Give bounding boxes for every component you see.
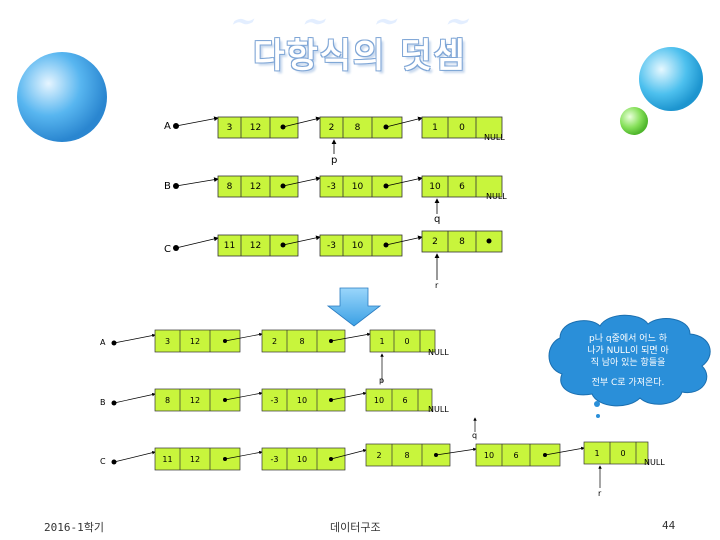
bnode-c3-exp: 8 — [392, 451, 422, 460]
callout-line-2: 나가 NULL이 되면 아 — [562, 345, 694, 357]
bnode-c2-coef: -3 — [262, 455, 287, 464]
footer-course: 데이터구조 — [330, 519, 381, 535]
bnode-b1-exp: 12 — [180, 396, 210, 405]
callout-line-4: 전부 C로 가져온다. — [562, 377, 694, 389]
bnode-a2-exp: 8 — [287, 337, 317, 346]
bnode-c2-exp: 10 — [287, 455, 317, 464]
bottom-pointer-q: q — [472, 431, 477, 440]
bnode-c1-exp: 12 — [180, 455, 210, 464]
footer-semester: 2016-1학기 — [44, 519, 104, 535]
bnode-c4-exp: 6 — [502, 451, 530, 460]
bottom-pointer-p: p — [379, 376, 384, 385]
bottom-list-c-null: NULL — [644, 458, 665, 467]
bottom-list-a-null: NULL — [428, 348, 449, 357]
bnode-b3-coef: 10 — [366, 396, 392, 405]
bnode-a2-coef: 2 — [262, 337, 287, 346]
bnode-c1-coef: 11 — [155, 455, 180, 464]
bnode-c5-exp: 0 — [610, 449, 636, 458]
bnode-b2-coef: -3 — [262, 396, 287, 405]
callout-line-3: 직 남아 있는 항들을 — [562, 357, 694, 369]
bnode-b2-exp: 10 — [287, 396, 317, 405]
bottom-list-c-label: C — [100, 457, 106, 466]
callout-text: p나 q중에서 어느 하 나가 NULL이 되면 아 직 남아 있는 항들을 전… — [562, 333, 694, 389]
bnode-a1-exp: 12 — [180, 337, 210, 346]
bnode-c5-coef: 1 — [584, 449, 610, 458]
bottom-list-b-null: NULL — [428, 405, 449, 414]
bottom-pointer-r: r — [598, 489, 601, 498]
callout-line-1: p나 q중에서 어느 하 — [562, 333, 694, 345]
bnode-a3-exp: 0 — [394, 337, 420, 346]
bnode-c3-coef: 2 — [366, 451, 392, 460]
bnode-b1-coef: 8 — [155, 396, 180, 405]
bnode-a1-coef: 3 — [155, 337, 180, 346]
bottom-list-a-label: A — [100, 338, 105, 347]
bnode-b3-exp: 6 — [392, 396, 418, 405]
page-number: 44 — [662, 519, 675, 532]
bnode-c4-coef: 10 — [476, 451, 502, 460]
bottom-list-b-label: B — [100, 398, 106, 407]
bnode-a3-coef: 1 — [370, 337, 394, 346]
